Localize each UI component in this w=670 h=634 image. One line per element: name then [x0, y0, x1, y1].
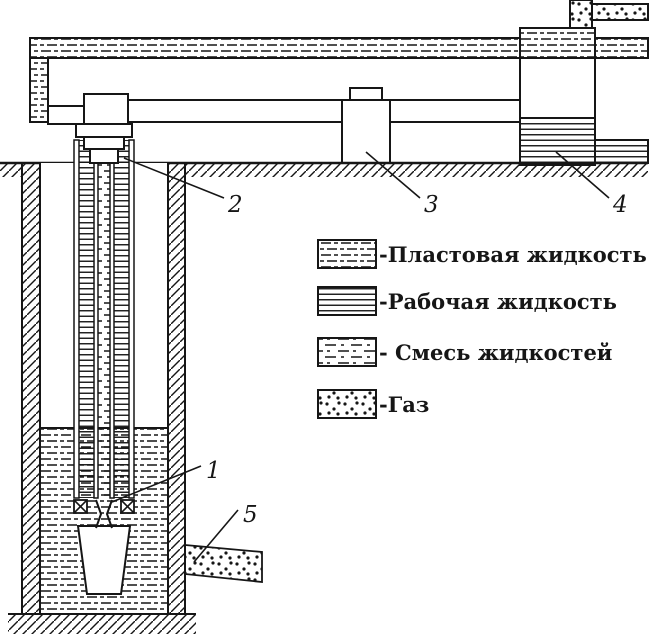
leader-line-4 [555, 151, 610, 199]
packer-seal-left [73, 499, 88, 514]
drop-to-wellhead-connector [47, 105, 87, 125]
productive-formation-layer [184, 544, 263, 583]
fitting-body [341, 99, 391, 164]
jet-pump-diffuser [76, 525, 132, 595]
dash-pattern-swatch [317, 239, 377, 269]
nozzle-right-profile [105, 499, 113, 529]
legend-label-working-liquid: -Рабочая жидкость [379, 289, 617, 314]
wellhead-discharge-pipe [119, 99, 521, 123]
vessel-working-liquid-section [519, 117, 596, 166]
inner-tubing-wall-right [109, 139, 115, 499]
legend-row-working-liquid: -Рабочая жидкость [317, 286, 617, 316]
legend-row-liquid-mixture: - Смесь жидкостей [317, 337, 612, 367]
leader-line-3 [365, 151, 421, 199]
legend-label-formation-liquid: -Пластовая жидкость [379, 242, 647, 267]
dashdot-pattern-swatch [317, 337, 377, 367]
gas-branch-pipe [591, 3, 649, 21]
callout-number-3: 3 [424, 192, 439, 218]
pump-vessel-4 [519, 27, 649, 166]
legend-row-formation-liquid: -Пластовая жидкость [317, 239, 647, 269]
vessel-top-section [519, 27, 596, 59]
legend: -Пластовая жидкость -Рабочая жидкость - … [317, 239, 647, 419]
wellhead-top-block [83, 93, 129, 125]
wellhead-flange-1 [75, 123, 133, 138]
hlines-pattern-swatch [317, 286, 377, 316]
nozzle-left-profile [95, 499, 103, 529]
callout-number-5: 5 [243, 502, 258, 528]
working-liquid-annulus-left [79, 140, 94, 498]
wellhead-assembly [75, 93, 133, 164]
legend-label-gas: -Газ [379, 392, 429, 417]
pipeline-fitting-3 [341, 87, 391, 164]
well-bottom-hatch [8, 614, 196, 634]
wellhead-base-flange [89, 148, 119, 164]
legend-row-gas: -Газ [317, 389, 429, 419]
ground-hatch-right [185, 164, 648, 177]
working-liquid-annulus-right [114, 140, 129, 498]
legend-label-liquid-mixture: - Смесь жидкостей [379, 340, 612, 365]
packer-seal-right [120, 499, 135, 514]
outer-tubing-wall-right [128, 139, 135, 499]
callout-number-2: 2 [227, 192, 243, 218]
well-wall-left [22, 163, 40, 614]
inner-tubing-wall-left [93, 139, 99, 499]
tubing-strings [73, 139, 135, 499]
jet-pump-assembly [73, 499, 135, 595]
leader-line-2 [123, 157, 225, 199]
left-drop-pipe [29, 57, 49, 123]
mixture-central-channel [98, 140, 110, 498]
callout-number-4: 4 [612, 192, 628, 218]
well-wall-right [168, 163, 185, 614]
callouts: 1 2 3 4 5 [111, 151, 628, 563]
ground-hatch-left [0, 164, 22, 177]
vessel-outlet-pipe [594, 139, 649, 164]
top-flowline-pipe [29, 37, 649, 59]
leader-line-1 [111, 465, 202, 503]
callout-number-1: 1 [206, 458, 221, 484]
outer-tubing-wall-left [73, 139, 80, 499]
leader-line-5 [193, 509, 239, 563]
wellhead-flange-2 [83, 136, 125, 150]
dots-pattern-swatch [317, 389, 377, 419]
